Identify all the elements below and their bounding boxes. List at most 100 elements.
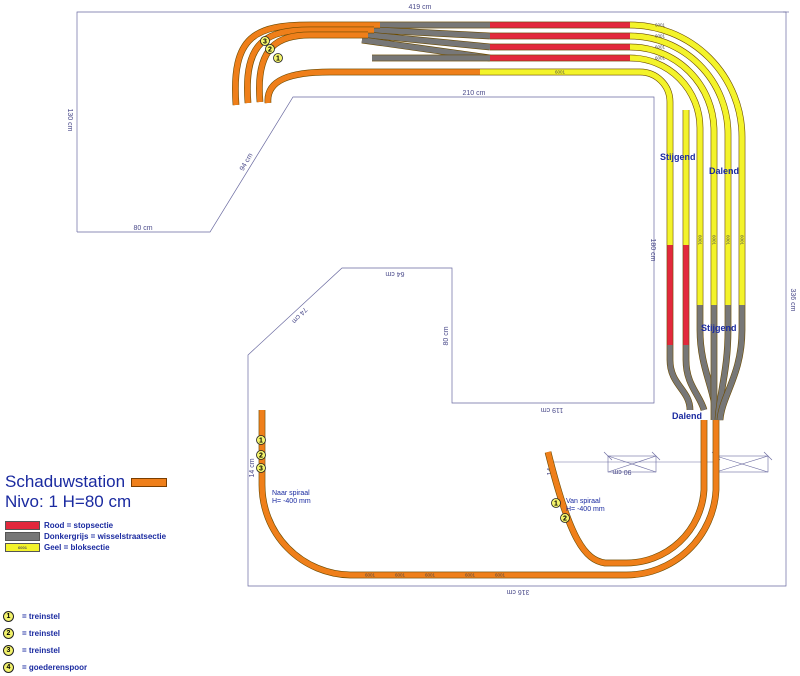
- marker-icon-3: 3: [3, 645, 14, 656]
- dim-bridge: 90 cm: [612, 468, 631, 475]
- upper-block-label-2: 6001: [655, 34, 666, 39]
- lower-label-3: 6001: [425, 573, 436, 578]
- label-stijgend-upper: Stijgend: [660, 152, 696, 162]
- track-layer: 6001 6001 6001 6001 6001 6001 6001 6001 6001 6001…: [232, 21, 746, 579]
- dim-right: 336 cm: [789, 289, 796, 312]
- marker-icon-4: 4: [3, 662, 14, 673]
- left-hook-track-3: [256, 32, 368, 103]
- marker-label-4: = goederenspoor: [22, 663, 88, 672]
- dim-bottom: 316 cm: [506, 588, 529, 595]
- note-naar-spiraal-h: H= -400 mm: [272, 498, 311, 505]
- dim-inner-u-bottom: 119 cm: [541, 406, 564, 413]
- marker-row-1: 1 = treinstel: [3, 608, 87, 625]
- upper-block-track-1: [629, 22, 745, 305]
- dim-diag-top: 94 cm: [239, 152, 255, 172]
- lower-inner-loop: [545, 420, 707, 566]
- upper-ladder-track-2: [373, 27, 491, 39]
- upper-ladder-track-3: [367, 32, 491, 50]
- title-level: Nivo: 1 H=80 cm: [5, 492, 132, 511]
- lower-right-marker-2-circle: [560, 513, 570, 523]
- lower-right-marker-2: 2: [563, 516, 567, 523]
- legend-row-grey: Donkergrijs = wisselstraatsectie: [5, 531, 166, 542]
- marker-label-1: = treinstel: [22, 612, 61, 621]
- upper-marker-3-circle: [260, 36, 270, 46]
- label-dalend-lower: Dalend: [672, 411, 702, 421]
- marker-icon-1: 1: [3, 611, 14, 622]
- upper-vertical-label-2: 6001: [726, 235, 731, 246]
- dim-left-short: 14 cm: [249, 458, 256, 477]
- marker-legend: 1 = treinstel 2 = treinstel 3 = treinstel 4…: [3, 608, 87, 676]
- layout-title: Schaduwstation Nivo: 1 H=80 cm: [5, 472, 168, 512]
- dim-bottom-left: 80 cm: [133, 225, 152, 232]
- spiral-notes: Naar spiraal H= -400 mm Van spiraal H= -…: [272, 490, 605, 513]
- lower-left-marker-3: 3: [259, 466, 263, 473]
- upper-vertical-label-1: 6001: [740, 235, 745, 246]
- upper-marker-3: 3: [263, 39, 267, 46]
- upper-block-label-4: 6001: [655, 56, 666, 61]
- upper-block-track-2: [629, 33, 731, 305]
- upper-block-label-1: 6001: [655, 23, 666, 28]
- marker-row-3: 3 = treinstel: [3, 642, 87, 659]
- lower-left-marker-1: 1: [259, 438, 263, 445]
- dim-left: 130 cm: [66, 109, 73, 132]
- dim-inner-u-top: 64 cm: [385, 270, 404, 277]
- legend-swatch-grey: [5, 532, 40, 541]
- color-legend: Rood = stopsectie Donkergrijs = wisselst…: [5, 520, 166, 553]
- note-van-spiraal: Van spiraal: [566, 498, 601, 505]
- dim-inner-right: 180 cm: [649, 239, 656, 262]
- fan-track-6: [717, 305, 745, 421]
- marker-label-3: = treinstel: [22, 646, 61, 655]
- label-stijgend-lower: Stijgend: [701, 323, 737, 333]
- direction-labels: Stijgend Dalend Stijgend Dalend: [660, 152, 739, 421]
- lower-left-marker-1-circle: [256, 435, 266, 445]
- marker-row-4: 4 = goederenspoor: [3, 659, 87, 676]
- lower-label-5: 6001: [495, 573, 506, 578]
- inner-approach-track: [265, 69, 480, 104]
- legend-swatch-yellow: 6001: [5, 543, 40, 552]
- legend-swatch-red: [5, 521, 40, 530]
- lower-outer-loop-edge: [258, 410, 720, 579]
- dim-diag-u: 74 cm: [290, 306, 308, 325]
- lower-left-marker-2-circle: [256, 450, 266, 460]
- inner-block-track: [480, 69, 673, 245]
- legend-row-red: Rood = stopsectie: [5, 520, 166, 531]
- lower-left-marker-2: 2: [259, 453, 263, 460]
- upper-block-track-3: [629, 44, 717, 305]
- marker-row-2: 2 = treinstel: [3, 625, 87, 642]
- legend-label-grey: Donkergrijs = wisselstraatsectie: [44, 532, 167, 541]
- dim-top: 419 cm: [409, 4, 432, 11]
- legend-label-yellow: Geel = bloksectie: [44, 543, 110, 552]
- inner-block-label: 6001: [555, 70, 566, 75]
- title-name: Schaduwstation: [5, 472, 126, 491]
- upper-vertical-label-4: 6001: [698, 235, 703, 246]
- upper-marker-1-circle: [273, 53, 283, 63]
- baseboard-outline: [76, 11, 789, 587]
- fan-track-2: [683, 345, 707, 411]
- fan-track-1: [667, 345, 693, 411]
- marker-label-2: = treinstel: [22, 629, 61, 638]
- lower-right-marker-1: 1: [554, 501, 558, 508]
- lower-label-4: 6001: [465, 573, 476, 578]
- left-hook-track-1: [232, 22, 380, 106]
- note-van-spiraal-h: H= -400 mm: [566, 506, 605, 513]
- legend-row-yellow: 6001 Geel = bloksectie: [5, 542, 166, 553]
- title-track-swatch: [131, 478, 168, 488]
- lower-left-marker-3-circle: [256, 463, 266, 473]
- label-dalend-upper: Dalend: [709, 166, 739, 176]
- lower-right-marker-1-circle: [551, 498, 561, 508]
- upper-block-track-4: [629, 55, 703, 305]
- dim-inner-top: 210 cm: [463, 90, 486, 97]
- lower-label-1: 6001: [365, 573, 376, 578]
- lower-label-2: 6001: [395, 573, 406, 578]
- marker-icon-2: 2: [3, 628, 14, 639]
- inner-block-track-edge: [480, 68, 674, 245]
- legend-label-red: Rood = stopsectie: [44, 521, 114, 530]
- bridge-frames: [552, 451, 773, 473]
- upper-marker-2-circle: [265, 44, 275, 54]
- upper-marker-2: 2: [268, 47, 272, 54]
- upper-vertical-label-3: 6001: [712, 235, 717, 246]
- upper-marker-1: 1: [276, 56, 280, 63]
- note-naar-spiraal: Naar spiraal: [272, 490, 310, 497]
